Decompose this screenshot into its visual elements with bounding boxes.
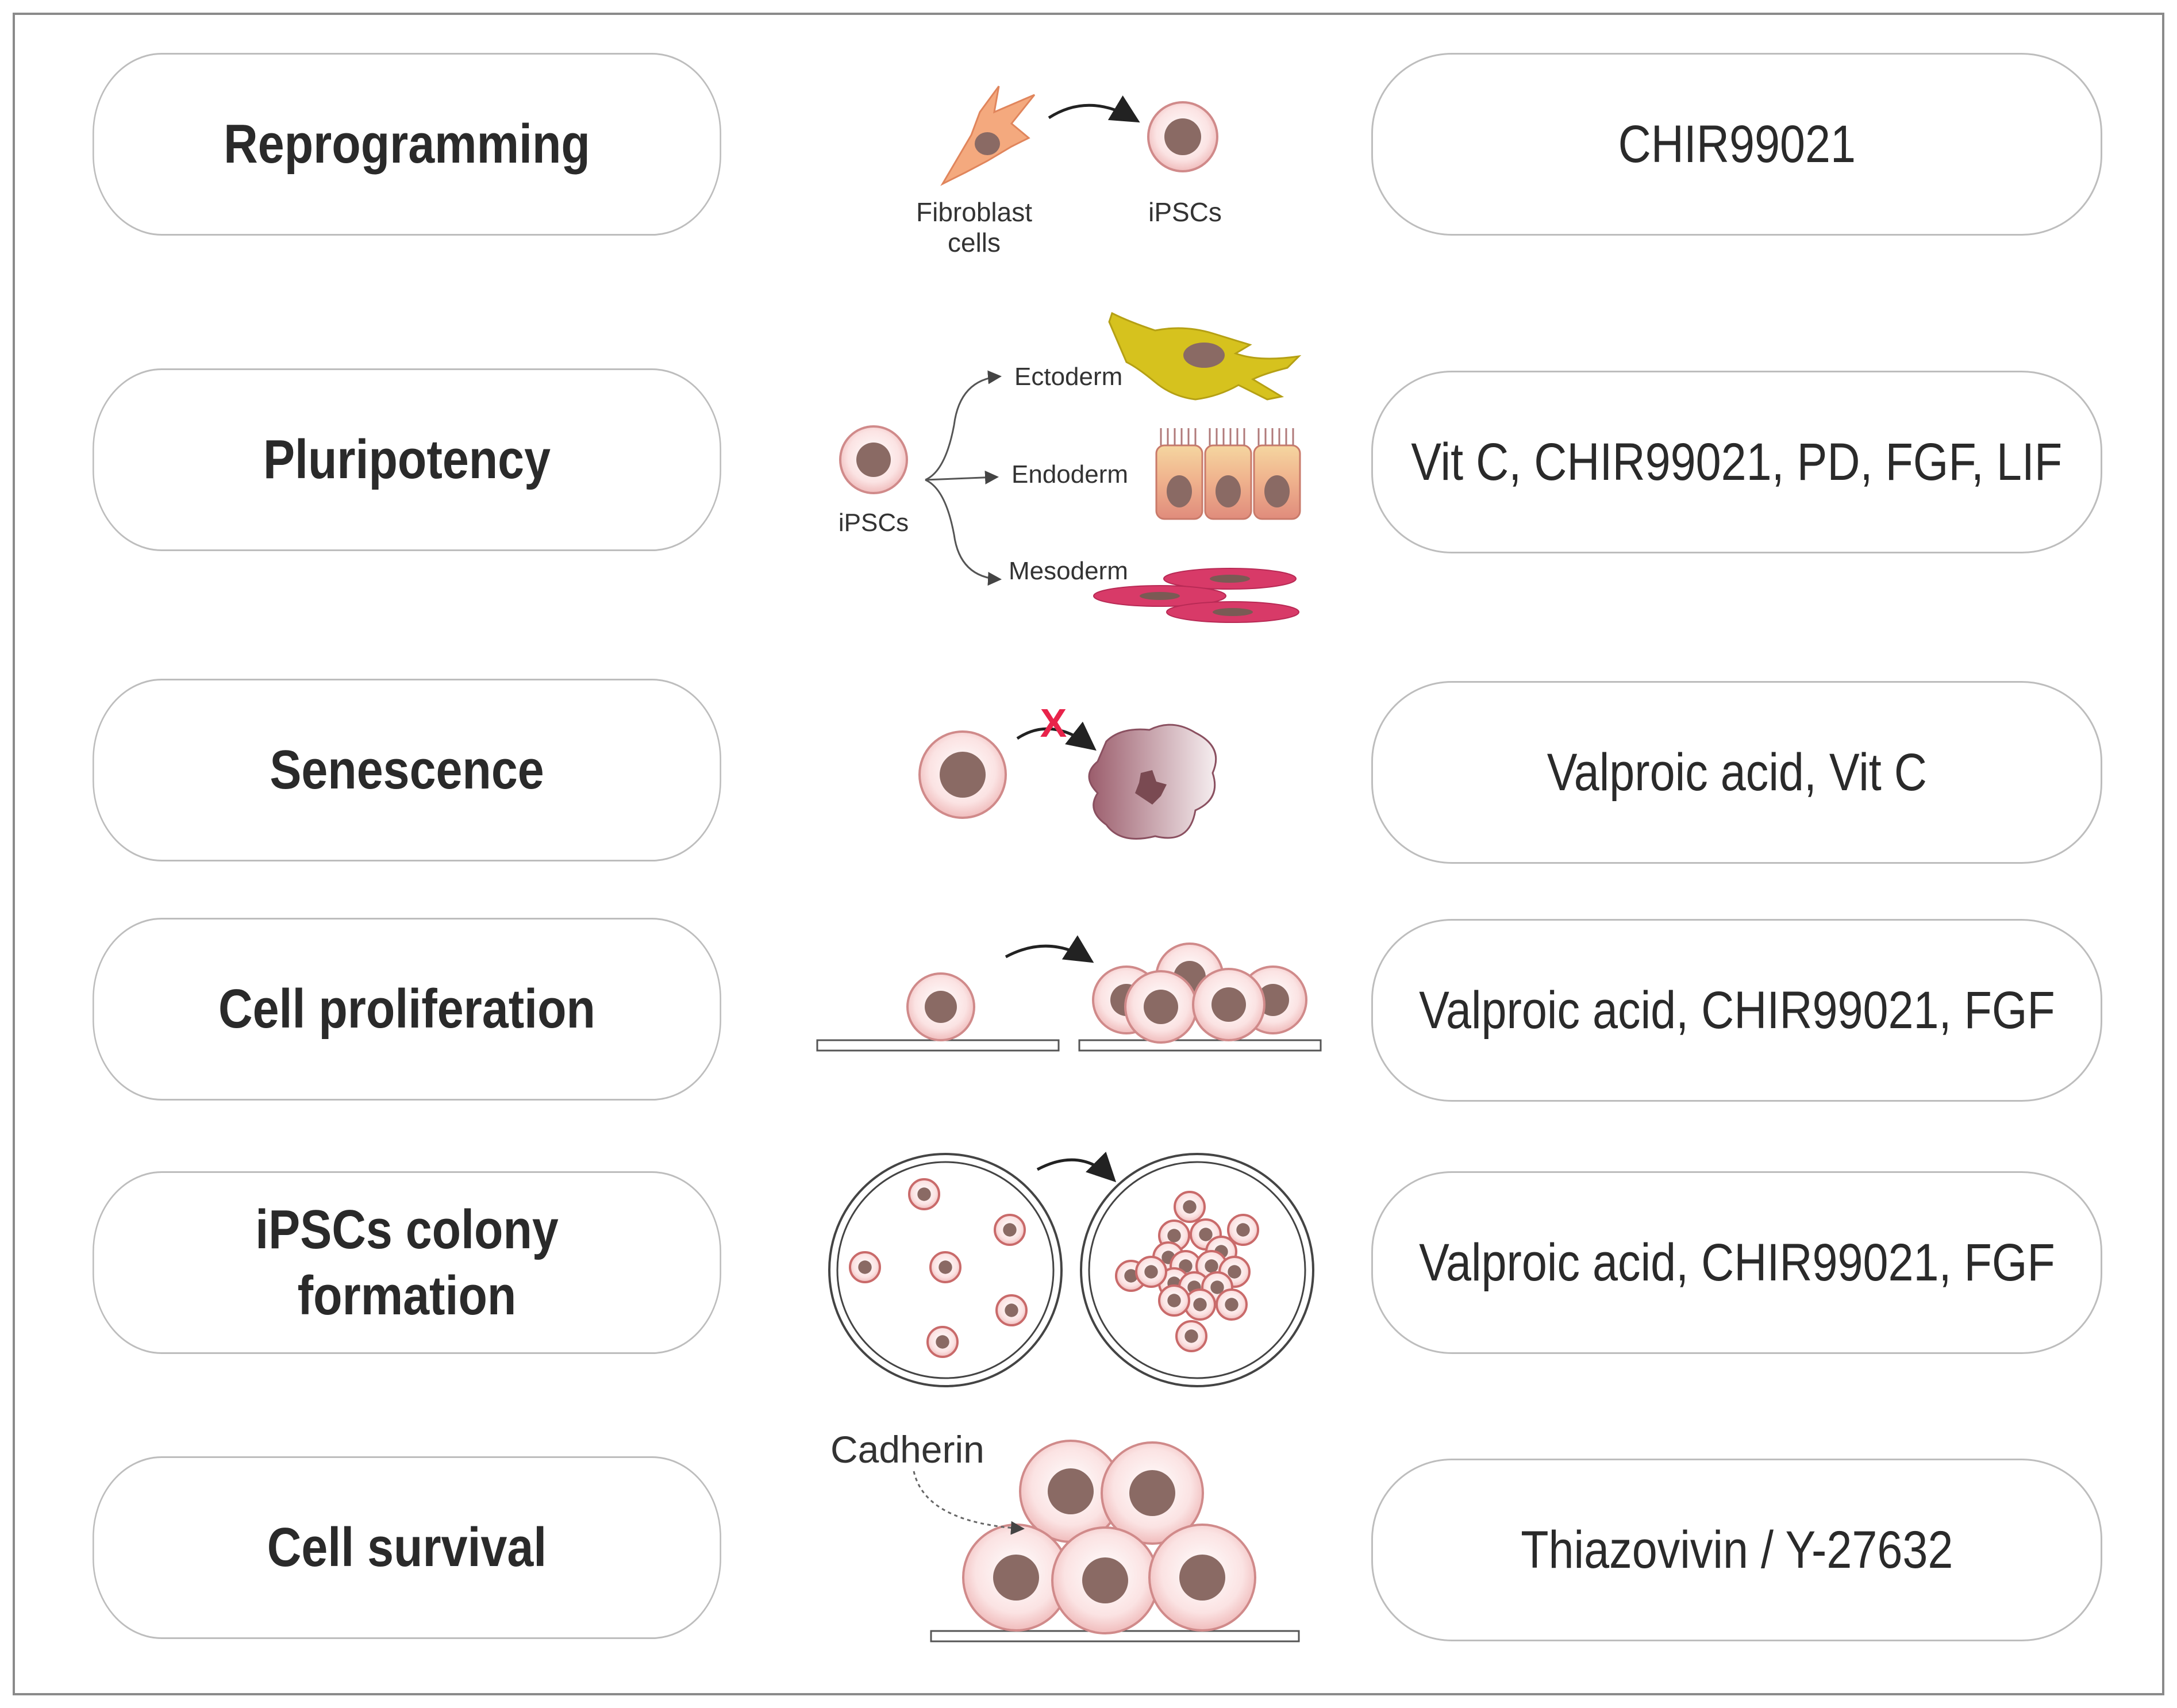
function-label-line1: iPSCs colony xyxy=(255,1198,559,1260)
small-cell xyxy=(995,1294,1028,1326)
small-cell xyxy=(1135,1256,1167,1288)
colony-arrow xyxy=(1036,1152,1117,1183)
branch-mesoderm xyxy=(925,479,1002,586)
endoderm-label: Endoderm xyxy=(1011,460,1128,488)
reprogramming-illustration: Fibroblast cells iPSCs xyxy=(916,86,1222,257)
small-cell xyxy=(1158,1284,1190,1317)
endoderm-cells xyxy=(1155,428,1301,520)
small-cell xyxy=(926,1326,959,1358)
branch-endoderm xyxy=(925,470,999,484)
small-cell xyxy=(1174,1191,1206,1223)
function-cell-proliferation: Cell proliferation xyxy=(93,918,721,1101)
senescence-arrow xyxy=(1016,721,1097,751)
fibroblast-nucleus xyxy=(975,132,1000,155)
cadherin-pointer xyxy=(913,1471,1025,1535)
ectoderm-nucleus xyxy=(1183,343,1225,368)
senescence-illustration: X xyxy=(918,701,1217,840)
fibroblast-label-line2: cells xyxy=(948,228,1001,257)
colony-illustration xyxy=(828,1152,1314,1387)
young-nucleus xyxy=(940,752,986,798)
small-cell xyxy=(1175,1320,1207,1352)
proliferation-arrow xyxy=(1005,935,1094,963)
survival-illustration: Cadherin xyxy=(830,1428,1300,1642)
compounds-label: Valproic acid, Vit C xyxy=(1547,743,1927,802)
compounds-senescence: Valproic acid, Vit C xyxy=(1371,681,2102,864)
function-senescence: Senescence xyxy=(93,679,721,861)
figure-frame xyxy=(13,13,2164,1695)
small-cell xyxy=(908,1178,940,1210)
compounds-cell-survival: Thiazovivin / Y-27632 xyxy=(1371,1459,2102,1641)
reprogramming-arrow xyxy=(1048,95,1140,123)
function-reprogramming: Reprogramming xyxy=(93,53,721,236)
proliferation-illustration xyxy=(816,935,1322,1052)
compounds-cell-proliferation: Valproic acid, CHIR99021, FGF xyxy=(1371,919,2102,1102)
function-label-line2: formation xyxy=(297,1265,517,1326)
senescent-nucleus xyxy=(1135,770,1167,805)
mesoderm-cells xyxy=(1093,568,1299,623)
ipsc-label: iPSCs xyxy=(839,509,909,537)
small-cell xyxy=(1216,1288,1248,1321)
colony-cluster xyxy=(1115,1191,1259,1352)
compounds-reprogramming: CHIR99021 xyxy=(1371,53,2102,236)
function-pluripotency: Pluripotency xyxy=(93,368,721,551)
compounds-label: Valproic acid, CHIR99021, FGF xyxy=(1418,1233,2055,1292)
compounds-label: Valproic acid, CHIR99021, FGF xyxy=(1418,980,2055,1040)
substrate-left xyxy=(816,1039,1060,1052)
compounds-label: Vit C, CHIR99021, PD, FGF, LIF xyxy=(1411,432,2063,491)
function-cell-survival: Cell survival xyxy=(93,1456,721,1639)
single-nucleus xyxy=(925,991,957,1023)
function-label: Cell proliferation xyxy=(218,978,595,1040)
ectoderm-label: Ectoderm xyxy=(1014,363,1122,391)
ipsc-nucleus xyxy=(856,443,891,477)
small-cell xyxy=(994,1214,1026,1246)
function-label: Senescence xyxy=(270,739,544,801)
cadherin-label: Cadherin xyxy=(830,1428,984,1471)
compounds-label: CHIR99021 xyxy=(1618,114,1856,174)
compounds-colony-formation: Valproic acid, CHIR99021, FGF xyxy=(1371,1171,2102,1354)
branch-ectoderm xyxy=(925,370,1002,481)
ipsc-nucleus xyxy=(1164,118,1201,155)
small-cell xyxy=(1227,1214,1259,1246)
small-cell xyxy=(849,1251,881,1283)
small-cell xyxy=(929,1251,961,1283)
compounds-label: Thiazovivin / Y-27632 xyxy=(1520,1520,1953,1579)
survival-cells xyxy=(962,1440,1256,1634)
function-label: Cell survival xyxy=(267,1517,547,1579)
pluripotency-illustration: iPSCs Ectoderm Endoderm Mesoderm xyxy=(839,311,1302,623)
scattered-cells xyxy=(849,1178,1028,1358)
ipsc-label: iPSCs xyxy=(1148,197,1222,227)
function-label: Reprogramming xyxy=(224,113,590,175)
function-label: Pluripotency xyxy=(263,429,551,491)
block-x-icon: X xyxy=(1040,701,1067,745)
compounds-pluripotency: Vit C, CHIR99021, PD, FGF, LIF xyxy=(1371,371,2102,553)
mesoderm-label: Mesoderm xyxy=(1009,557,1128,585)
substrate-right xyxy=(1078,1039,1322,1052)
fibroblast-label: Fibroblast xyxy=(916,197,1032,227)
proliferated-cells xyxy=(1092,943,1307,1044)
